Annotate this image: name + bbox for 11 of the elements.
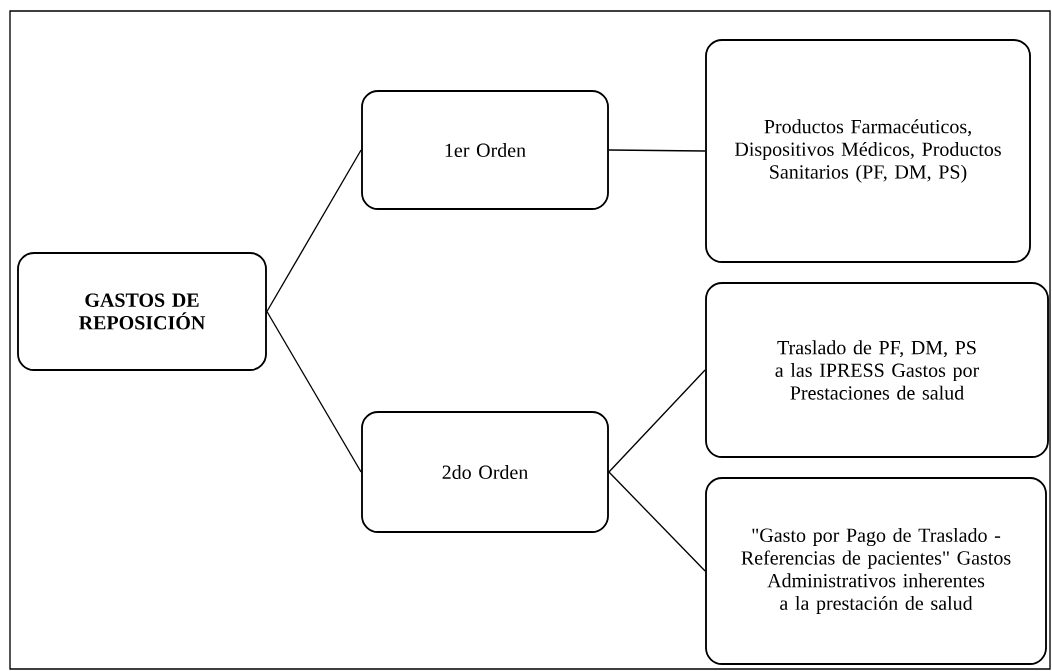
- connector-line: [608, 149, 706, 152]
- connector-line: [266, 310, 362, 473]
- process-box: Productos Farmacéuticos, Dispositivos Médicos, Productos Sanitarios (PF, DM, PS): [705, 39, 1031, 263]
- connector-line: [608, 471, 706, 572]
- connector-line: [266, 149, 362, 313]
- process-box: 2do Orden: [361, 411, 609, 533]
- process-box: "Gasto por Pago de Traslado - Referencias de pacientes" Gastos Administrativos inherentes a la prestación de salud: [705, 477, 1047, 665]
- process-box: 1er Orden: [361, 90, 609, 210]
- process-box: Traslado de PF, DM, PS a las IPRESS Gastos por Prestaciones de salud: [705, 282, 1049, 458]
- connector-line: [608, 369, 706, 473]
- category-box: GASTOS DE REPOSICIÓN: [17, 252, 267, 371]
